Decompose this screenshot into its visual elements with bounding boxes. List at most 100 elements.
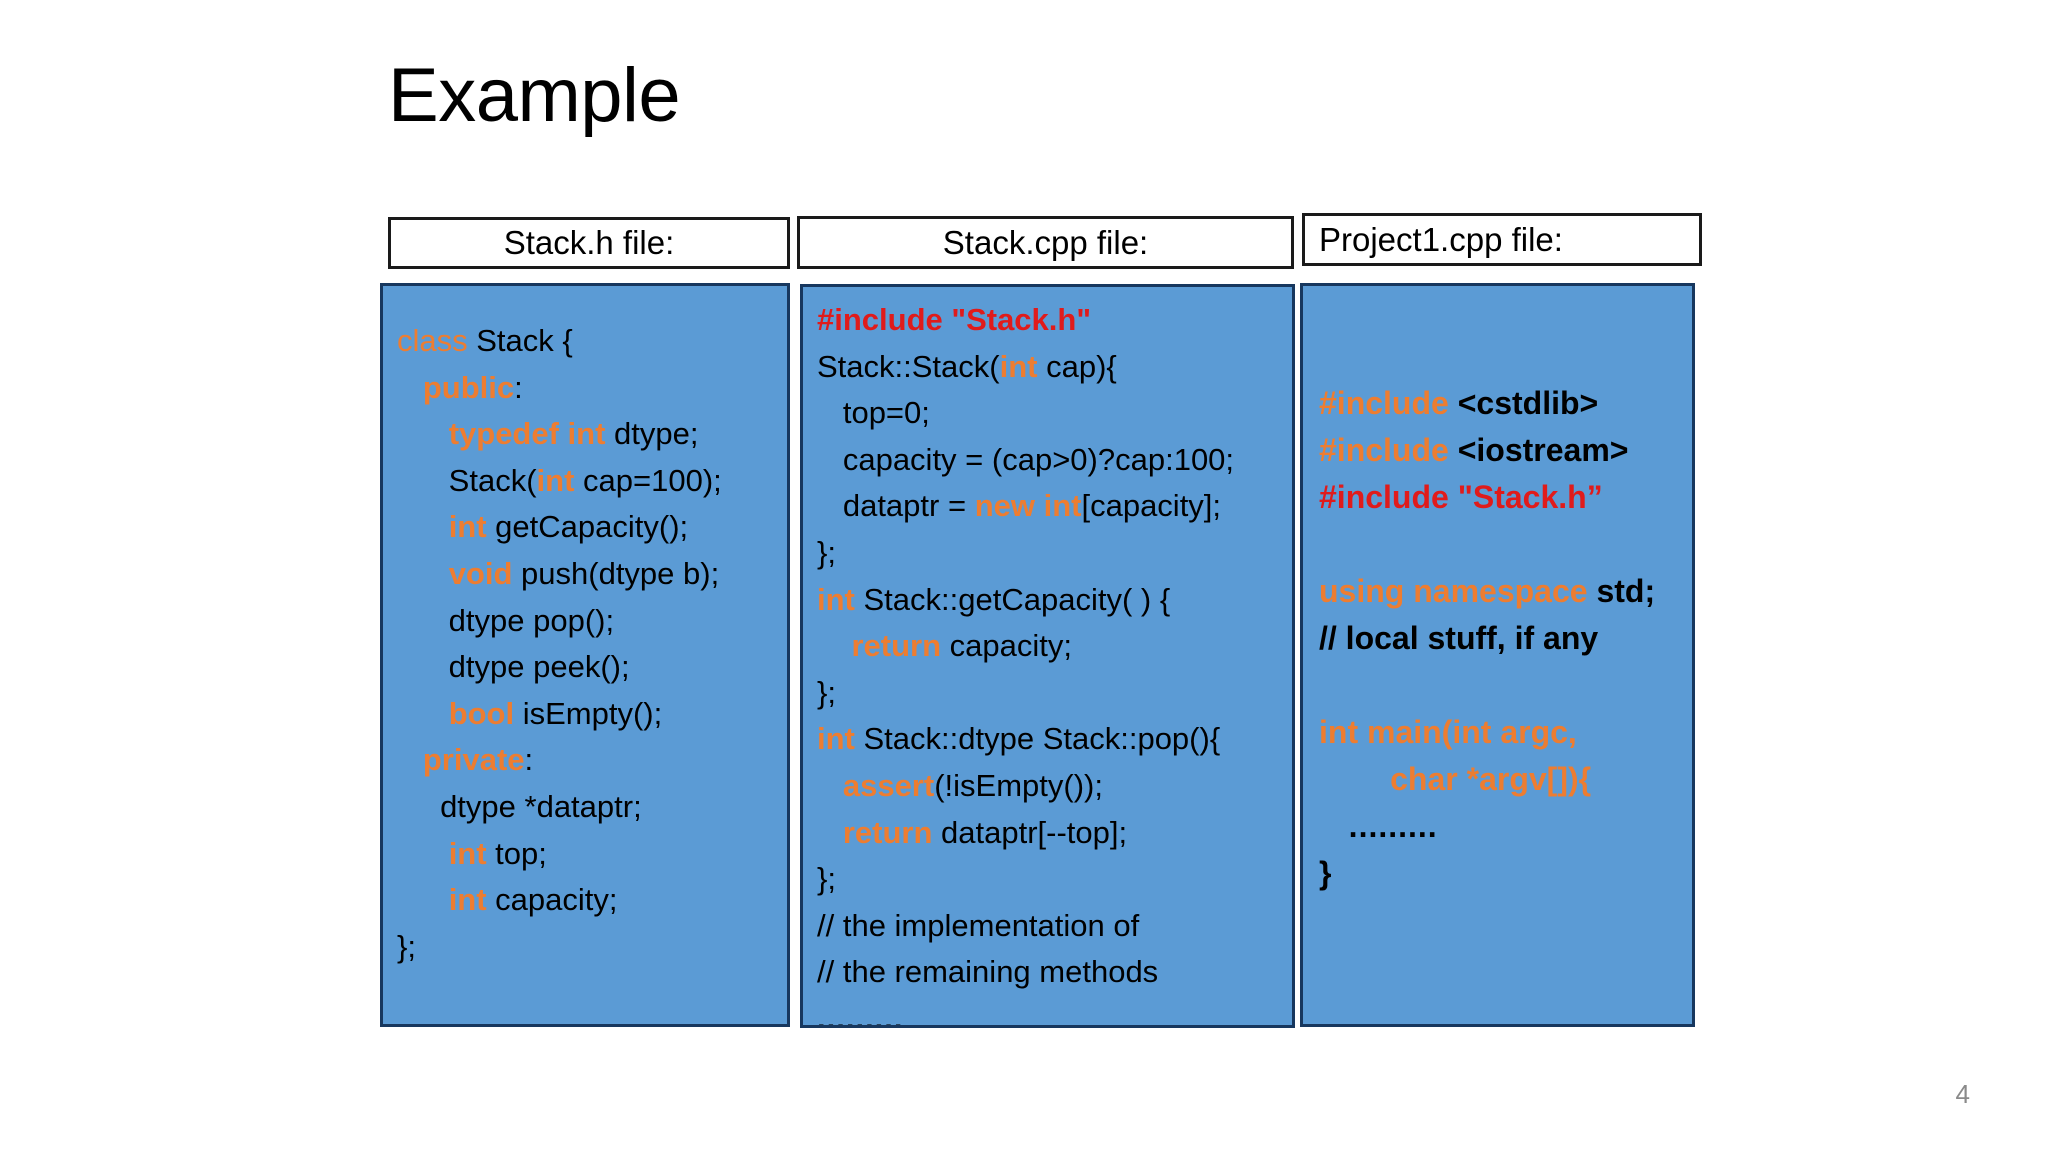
code-token: capacity;: [486, 882, 618, 918]
column-header-stack-cpp: Stack.cpp file:: [797, 216, 1294, 269]
code-token: <cstdlib>: [1448, 385, 1599, 421]
code-token: (!isEmpty());: [934, 767, 1103, 803]
code-line: int top;: [397, 831, 787, 878]
code-token: int: [448, 509, 487, 545]
code-token: // the remaining methods: [817, 954, 1159, 990]
code-token: top=0;: [817, 395, 930, 431]
code-token: public: [422, 369, 515, 405]
code-token: new int: [974, 488, 1082, 524]
code-token: cap){: [1037, 348, 1117, 384]
code-line: using namespace std;: [1319, 568, 1692, 615]
code-line: capacity = (cap>0)?cap:100;: [817, 437, 1292, 484]
code-token: std;: [1587, 573, 1656, 609]
code-token: // local stuff, if any: [1319, 620, 1599, 656]
column-header-project1-cpp: Project1.cpp file:: [1302, 213, 1702, 266]
code-token: [397, 509, 449, 544]
code-token: [397, 836, 449, 871]
code-panel-stack-h: class Stack { public: typedef int dtype;…: [380, 283, 790, 1027]
code-token: getCapacity();: [486, 509, 689, 545]
code-token: :: [514, 369, 523, 405]
column-header-label: Stack.h file:: [503, 224, 675, 261]
code-line: };: [397, 924, 787, 971]
code-token: char *argv[]){: [1319, 761, 1592, 797]
code-token: dtype pop();: [397, 602, 615, 638]
code-line: char *argv[]){: [1319, 756, 1692, 803]
code-token: #include: [1319, 432, 1449, 468]
code-panel-stack-cpp: #include "Stack.h"Stack::Stack(int cap){…: [800, 284, 1295, 1028]
code-token: [397, 696, 449, 731]
code-line: class Stack {: [397, 318, 787, 365]
code-token: #include "Stack.h”: [1319, 479, 1603, 515]
code-lines-stack-cpp: #include "Stack.h"Stack::Stack(int cap){…: [817, 297, 1292, 1028]
code-line: public:: [397, 365, 787, 412]
code-token: [1319, 667, 1328, 703]
code-token: dtype;: [605, 416, 699, 452]
code-line: int Stack::dtype Stack::pop(){: [817, 716, 1292, 763]
code-panel-project1-cpp: #include <cstdlib>#include <iostream>#in…: [1300, 283, 1695, 1027]
code-line: [1319, 662, 1692, 709]
code-line: typedef int dtype;: [397, 411, 787, 458]
code-token: capacity;: [941, 628, 1072, 664]
code-line: #include "Stack.h": [817, 297, 1292, 344]
code-token: top;: [486, 835, 547, 871]
code-token: int: [817, 721, 855, 757]
code-token: }: [1319, 855, 1332, 891]
code-token: push(dtype b);: [512, 555, 720, 591]
code-token: private: [422, 742, 525, 778]
code-token: #include: [1319, 385, 1449, 421]
code-line: int Stack::getCapacity( ) {: [817, 577, 1292, 624]
code-token: };: [817, 861, 836, 897]
code-line: [1319, 521, 1692, 568]
code-line: .........: [1319, 803, 1692, 850]
code-token: return: [842, 814, 933, 850]
page-number: 4: [1955, 1079, 1970, 1109]
code-token: :: [524, 742, 534, 778]
code-token: .........: [817, 1000, 904, 1028]
code-token: int main(int argc,: [1319, 714, 1577, 750]
code-token: class: [397, 323, 468, 358]
code-line: };: [817, 670, 1292, 717]
code-token: using namespace: [1319, 573, 1588, 609]
code-token: cap=100);: [574, 462, 722, 498]
code-token: [817, 628, 851, 663]
code-token: int: [536, 462, 575, 498]
code-token: return: [851, 628, 942, 664]
code-token: bool: [448, 695, 515, 731]
code-token: [397, 882, 449, 917]
code-token: dataptr[--top];: [932, 814, 1128, 850]
code-token: [capacity];: [1081, 488, 1222, 524]
code-token: <iostream>: [1448, 432, 1629, 468]
code-line: return capacity;: [817, 623, 1292, 670]
code-token: isEmpty();: [514, 695, 663, 731]
code-token: .........: [1319, 808, 1438, 844]
code-line: #include "Stack.h”: [1319, 474, 1692, 521]
code-token: };: [817, 674, 836, 710]
code-token: [1319, 526, 1328, 562]
column-header-label: Stack.cpp file:: [942, 223, 1149, 261]
column-header-stack-h: Stack.h file:: [388, 217, 790, 269]
code-token: Stack::dtype Stack::pop(){: [854, 721, 1221, 757]
code-line: dtype peek();: [397, 644, 787, 691]
code-token: int: [817, 581, 855, 617]
code-token: [397, 742, 423, 777]
code-token: int: [448, 835, 487, 871]
code-token: Stack::getCapacity( ) {: [854, 581, 1171, 617]
code-line: bool isEmpty();: [397, 691, 787, 738]
code-token: dataptr =: [817, 488, 975, 524]
code-token: [397, 416, 449, 451]
code-line: private:: [397, 737, 787, 784]
code-token: Stack(: [397, 462, 537, 498]
code-token: #include "Stack.h": [817, 302, 1092, 337]
code-token: [397, 556, 449, 591]
column-header-label: Project1.cpp file:: [1319, 220, 1563, 258]
code-line: int capacity;: [397, 877, 787, 924]
code-token: assert: [842, 767, 935, 803]
page-title: Example: [388, 53, 681, 138]
code-line: void push(dtype b);: [397, 551, 787, 598]
code-line: return dataptr[--top];: [817, 810, 1292, 857]
code-lines-project1-cpp: #include <cstdlib>#include <iostream>#in…: [1319, 380, 1692, 897]
code-token: capacity = (cap>0)?cap:100;: [817, 441, 1235, 477]
code-line: top=0;: [817, 390, 1292, 437]
code-line: // local stuff, if any: [1319, 615, 1692, 662]
code-line: Stack::Stack(int cap){: [817, 344, 1292, 391]
